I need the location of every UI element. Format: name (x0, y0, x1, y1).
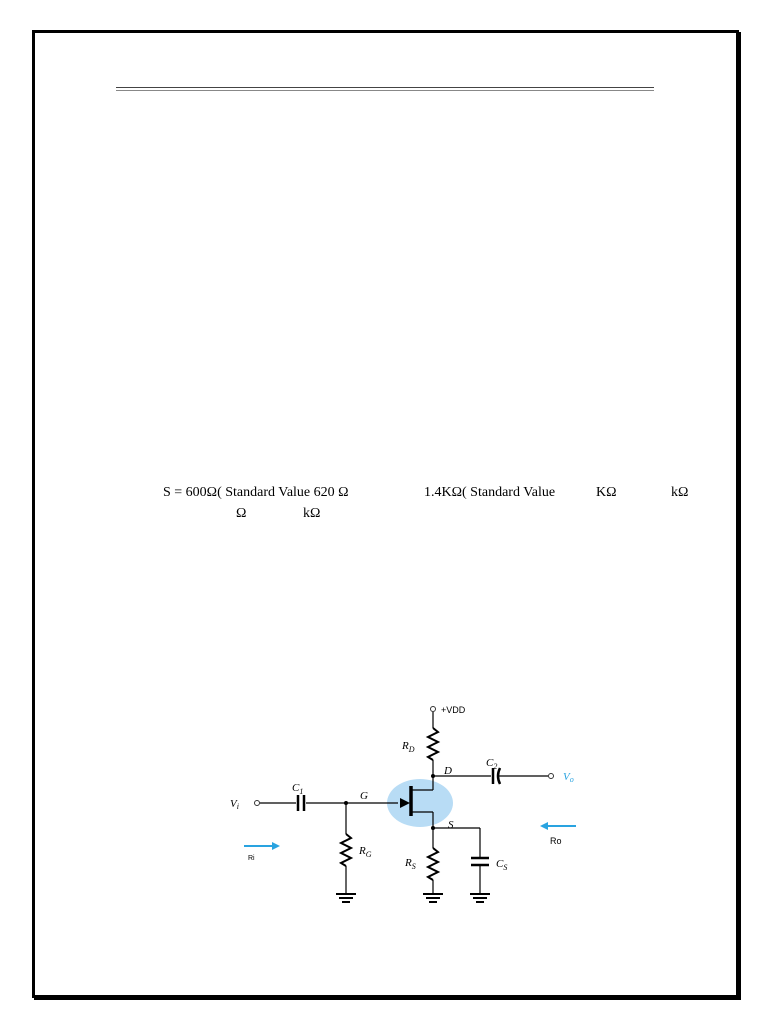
ri-arrow-icon (244, 842, 280, 850)
vdd-terminal (430, 706, 436, 712)
text-source-resistor: S = 600Ω( Standard Value 620 Ω (163, 485, 349, 500)
vi-label: Vi (230, 798, 239, 811)
vo-terminal (548, 773, 554, 779)
rd-resistor (425, 727, 441, 761)
vo-label: Vo (563, 771, 574, 784)
rs-ground (423, 893, 443, 903)
gate-label: G (360, 790, 368, 802)
c2-label: C2 (486, 757, 497, 771)
rs-resistor (425, 847, 441, 881)
text-unit-kohm-2: kΩ (671, 485, 689, 500)
text-unit-kohm-1: KΩ (596, 485, 617, 500)
rg-label: RG (358, 845, 372, 859)
ro-label: Ro (550, 836, 562, 846)
header-rule (116, 87, 654, 91)
vi-terminal (254, 800, 260, 806)
vdd-label: +VDD (441, 705, 466, 715)
rd-label: RD (401, 740, 415, 754)
rs-label: RS (404, 857, 416, 871)
rg-ground (336, 893, 356, 903)
drain-label: D (443, 765, 452, 777)
jfet-highlight (387, 779, 453, 827)
text-drain-resistor: 1.4KΩ( Standard Value (424, 485, 556, 500)
text-unit-kohm-3: kΩ (303, 506, 321, 521)
cs-ground (470, 893, 490, 903)
c1-label: C1 (292, 782, 303, 796)
ro-arrow-icon (540, 822, 576, 830)
cs-label: CS (496, 858, 507, 872)
ri-label: Ri (248, 855, 255, 862)
rg-resistor (338, 833, 354, 867)
source-label: S (448, 819, 454, 831)
page-border (32, 30, 739, 998)
gate-arrow (400, 798, 410, 808)
text-unit-ohm: Ω (236, 506, 247, 521)
jfet-amplifier-schematic: +VDD RD D C2 Vo Vi C1 G RG S RS (230, 705, 576, 903)
